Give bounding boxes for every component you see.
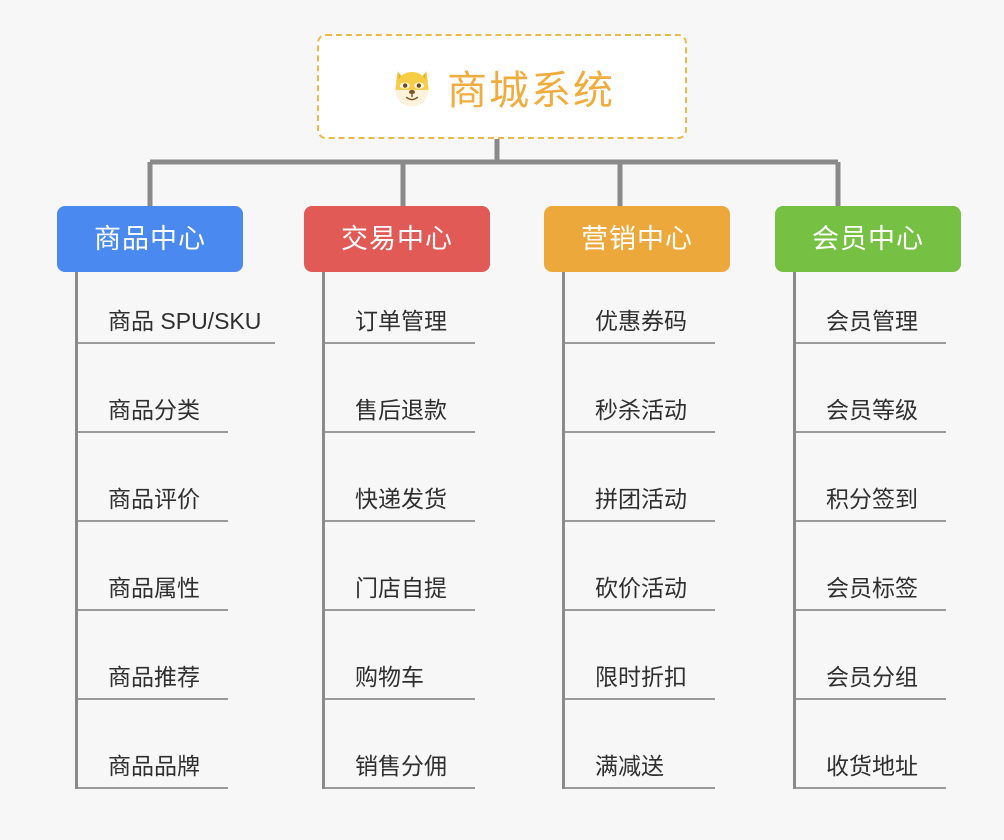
list-item[interactable]: 售后退款 (325, 344, 475, 433)
list-item[interactable]: 会员标签 (796, 522, 946, 611)
list-item[interactable]: 限时折扣 (565, 611, 715, 700)
list-item[interactable]: 会员管理 (796, 272, 946, 344)
list-item[interactable]: 收货地址 (796, 700, 946, 789)
list-item[interactable]: 销售分佣 (325, 700, 475, 789)
list-item[interactable]: 满减送 (565, 700, 715, 789)
shiba-dog-face-icon (389, 64, 435, 110)
category-box-member-center[interactable]: 会员中心 (775, 206, 961, 272)
leaf-list-member-center: 会员管理 会员等级 积分签到 会员标签 会员分组 收货地址 (793, 272, 1004, 789)
list-item[interactable]: 秒杀活动 (565, 344, 715, 433)
column-member-center: 会员中心 会员管理 会员等级 积分签到 会员标签 会员分组 收货地址 (753, 206, 1004, 805)
list-item[interactable]: 购物车 (325, 611, 475, 700)
root-title: 商城系统 (447, 68, 615, 113)
list-item[interactable]: 会员等级 (796, 344, 946, 433)
column-marketing-center: 营销中心 优惠券码 秒杀活动 拼团活动 砍价活动 限时折扣 满减送 (502, 206, 753, 805)
list-item[interactable]: 优惠券码 (565, 272, 715, 344)
leaf-list-product-center: 商品 SPU/SKU 商品分类 商品评价 商品属性 商品推荐 商品品牌 (75, 272, 276, 789)
column-trade-center: 交易中心 订单管理 售后退款 快递发货 门店自提 购物车 销售分佣 (251, 206, 502, 805)
list-item[interactable]: 商品推荐 (78, 611, 228, 700)
list-item[interactable]: 商品品牌 (78, 700, 228, 789)
category-box-product-center[interactable]: 商品中心 (57, 206, 243, 272)
list-item[interactable]: 积分签到 (796, 433, 946, 522)
list-item[interactable]: 砍价活动 (565, 522, 715, 611)
list-item[interactable]: 快递发货 (325, 433, 475, 522)
root-node-system[interactable]: 商城系统 (317, 34, 687, 139)
list-item[interactable]: 商品分类 (78, 344, 228, 433)
root-node-wrapper: 商城系统 (0, 34, 1004, 139)
column-product-center: 商品中心 商品 SPU/SKU 商品分类 商品评价 商品属性 商品推荐 商品品牌 (0, 206, 276, 805)
list-item[interactable]: 门店自提 (325, 522, 475, 611)
list-item[interactable]: 会员分组 (796, 611, 946, 700)
category-box-marketing-center[interactable]: 营销中心 (544, 206, 730, 272)
list-item[interactable]: 商品评价 (78, 433, 228, 522)
leaf-list-trade-center: 订单管理 售后退款 快递发货 门店自提 购物车 销售分佣 (322, 272, 502, 789)
org-chart-columns: 商品中心 商品 SPU/SKU 商品分类 商品评价 商品属性 商品推荐 商品品牌… (0, 206, 1004, 805)
list-item[interactable]: 商品属性 (78, 522, 228, 611)
list-item[interactable]: 商品 SPU/SKU (78, 272, 276, 344)
list-item[interactable]: 订单管理 (325, 272, 475, 344)
category-box-trade-center[interactable]: 交易中心 (304, 206, 490, 272)
list-item[interactable]: 拼团活动 (565, 433, 715, 522)
leaf-list-marketing-center: 优惠券码 秒杀活动 拼团活动 砍价活动 限时折扣 满减送 (562, 272, 753, 789)
